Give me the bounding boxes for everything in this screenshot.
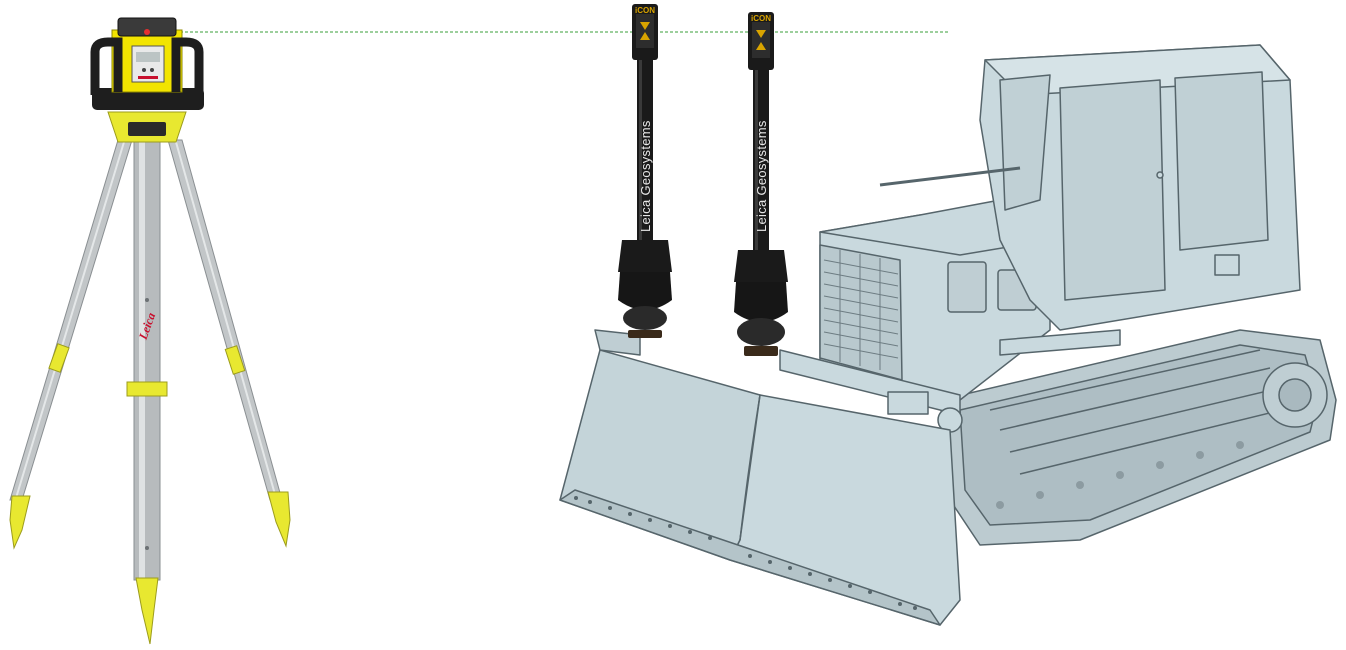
tripod-leg-center: Leica	[126, 139, 168, 645]
laser-base	[92, 88, 204, 110]
dozer-cab-window-door	[1174, 71, 1269, 251]
laser-handle-right	[171, 37, 204, 95]
receiver-brand-label: iCON	[751, 14, 771, 23]
dozer-cab-window-side	[1059, 79, 1166, 301]
tripod-leg-right	[167, 139, 291, 548]
bulldozer	[559, 44, 1337, 626]
tripod: Leica	[9, 111, 291, 645]
dozer-push-arms	[779, 329, 1121, 433]
mast-brand-text: Leica Geosystems	[754, 120, 769, 232]
mast-brand-text: Leica Geosystems	[638, 120, 653, 232]
laser-handle-left	[90, 37, 123, 95]
receiver-mast-left: iCON Leica Geosystems	[618, 4, 672, 338]
dozer-cab	[879, 44, 1301, 331]
dozer-blade	[559, 329, 961, 626]
dozer-track	[939, 329, 1337, 546]
magnetic-mount	[734, 250, 788, 356]
dozer-engine-hood	[819, 199, 1051, 401]
laser-rotor-head	[117, 17, 177, 37]
magnetic-mount	[618, 240, 672, 338]
rotating-laser	[90, 17, 204, 110]
dozer-radiator-grille	[819, 244, 903, 381]
receiver-brand-label: iCON	[635, 6, 655, 15]
receiver-mast-right: iCON Leica Geosystems	[734, 12, 788, 356]
laser-emitter	[144, 29, 150, 35]
tripod-leg-left	[9, 139, 133, 550]
